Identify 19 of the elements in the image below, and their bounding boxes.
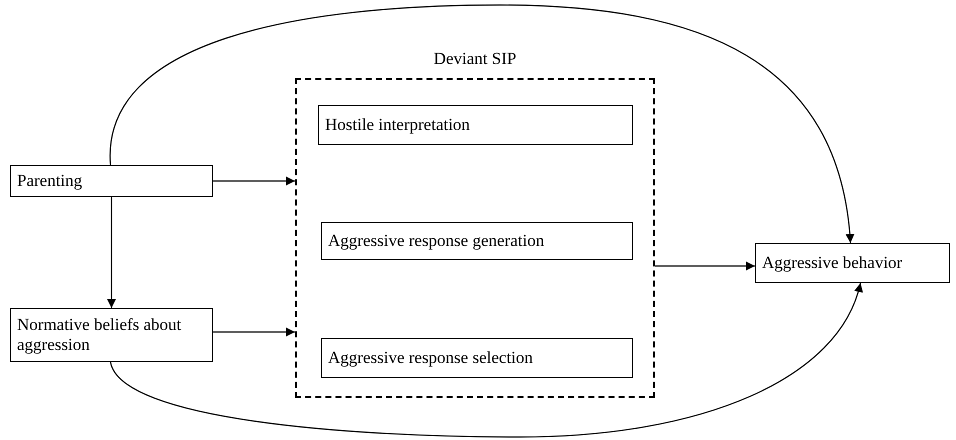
process-box — [321, 222, 633, 260]
arrow — [110, 4, 854, 244]
process-box — [10, 308, 213, 362]
process-box — [321, 338, 633, 378]
box-label: Hostile interpretation — [325, 115, 470, 135]
arrow — [213, 328, 295, 336]
arrow — [655, 262, 755, 270]
arrow — [107, 197, 116, 308]
box-label: Aggressive behavior — [762, 253, 902, 273]
process-box — [318, 105, 633, 145]
box-label: Parenting — [17, 171, 82, 191]
box-label: Aggressive response selection — [328, 348, 533, 368]
process-box — [755, 243, 950, 283]
process-box — [10, 165, 213, 197]
box-label: Aggressive response generation — [328, 231, 544, 251]
arrow — [110, 282, 862, 438]
group-heading: Deviant SIP — [432, 49, 518, 69]
box-label: Normative beliefs about aggression — [17, 315, 182, 355]
arrow — [213, 176, 295, 186]
